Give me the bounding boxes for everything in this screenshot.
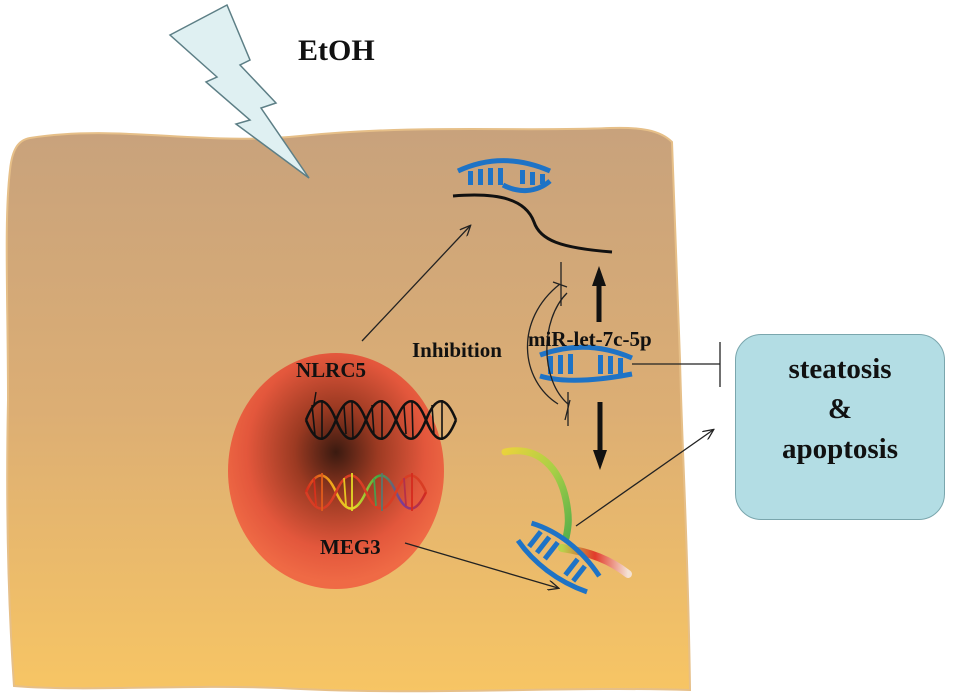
- nlrc5-label: NLRC5: [296, 358, 367, 382]
- bold-arrow-down: [593, 402, 607, 470]
- nucleus: [228, 353, 444, 589]
- etoh-label: EtOH: [298, 34, 375, 67]
- nlrc5-dna-helix: [304, 391, 458, 440]
- arrow-complex-to-outcome: [575, 430, 713, 527]
- outcome-steatosis: steatosis: [788, 353, 892, 385]
- arrow-nlrc5-to-mrna: [361, 226, 470, 342]
- inhibition-to-outcome: [632, 342, 721, 387]
- meg3-lncrna-tail: [501, 447, 572, 542]
- mirna-bound-mrna-icon: [456, 158, 552, 193]
- arrow-meg3-to-complex: [404, 542, 558, 588]
- meg3-label: MEG3: [320, 535, 381, 559]
- outcome-box: steatosis & apoptosis: [735, 334, 945, 520]
- inhibition-label: Inhibition: [412, 338, 502, 362]
- nlrc5-mrna-strand: [452, 193, 613, 254]
- meg3-dna-helix: [304, 473, 428, 511]
- mirna-label: miR-let-7c-5p: [528, 327, 652, 351]
- outcome-ampersand: &: [827, 393, 853, 425]
- outcome-apoptosis: apoptosis: [781, 433, 899, 465]
- inhibition-curves: [526, 262, 571, 426]
- ethanol-lightning-icon: [168, 3, 310, 179]
- meg3-mirna-complex-icon: [515, 520, 632, 595]
- mir-let-7c-5p-icon: [539, 344, 634, 383]
- bold-arrow-up: [592, 266, 606, 322]
